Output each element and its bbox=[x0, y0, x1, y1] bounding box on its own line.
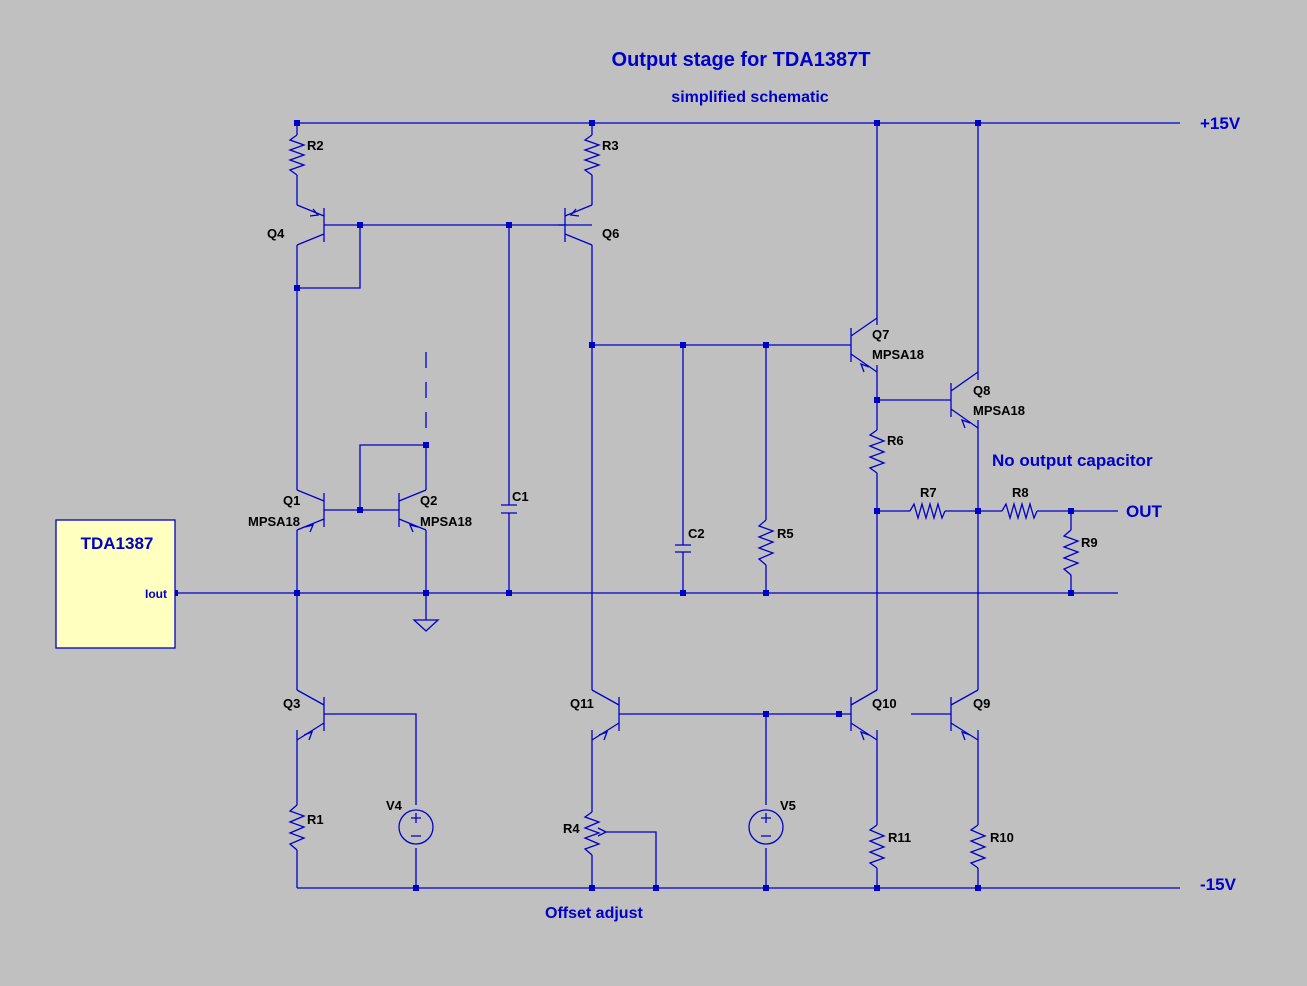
net-label-out: OUT bbox=[1126, 502, 1163, 521]
source-v4 bbox=[398, 809, 434, 845]
label-q8: Q8 bbox=[973, 383, 990, 398]
resistor-r10 bbox=[969, 824, 987, 869]
transistor-q10 bbox=[850, 689, 878, 741]
resistors bbox=[288, 134, 1080, 869]
sources bbox=[398, 809, 784, 845]
label-r7: R7 bbox=[920, 485, 937, 500]
page-subtitle: simplified schematic bbox=[671, 89, 828, 106]
resistor-r1 bbox=[288, 804, 306, 851]
label-r1: R1 bbox=[307, 812, 324, 827]
label-r2: R2 bbox=[307, 138, 324, 153]
resistor-r5 bbox=[757, 519, 775, 566]
offset-adjust-note: Offset adjust bbox=[545, 905, 643, 922]
resistor-r4-wiper bbox=[597, 827, 607, 837]
label-q8-model: MPSA18 bbox=[973, 403, 1025, 418]
transistor-q9 bbox=[948, 689, 979, 741]
source-v5 bbox=[748, 809, 784, 845]
component-labels: R2 R3 Q4 Q6 Q7 MPSA18 Q8 MPSA18 R6 R7 R8… bbox=[248, 138, 1098, 845]
transistor-q3 bbox=[296, 689, 330, 741]
net-label-vneg: -15V bbox=[1200, 875, 1237, 894]
transistor-q2 bbox=[397, 489, 427, 533]
label-q2-model: MPSA18 bbox=[420, 514, 472, 529]
label-q4: Q4 bbox=[267, 226, 285, 241]
label-q10: Q10 bbox=[872, 696, 897, 711]
label-c1: C1 bbox=[512, 489, 529, 504]
net-label-vpos: +15V bbox=[1200, 114, 1241, 133]
label-q2: Q2 bbox=[420, 493, 437, 508]
label-v5: V5 bbox=[780, 798, 796, 813]
label-q1-model: MPSA18 bbox=[248, 514, 300, 529]
label-r5: R5 bbox=[777, 526, 794, 541]
label-r10: R10 bbox=[990, 830, 1014, 845]
tda1387-block bbox=[55, 519, 176, 649]
label-r9: R9 bbox=[1081, 535, 1098, 550]
label-q1: Q1 bbox=[283, 493, 300, 508]
label-r3: R3 bbox=[602, 138, 619, 153]
resistor-r9 bbox=[1062, 529, 1080, 576]
wires bbox=[175, 122, 1180, 889]
resistor-r7 bbox=[909, 501, 946, 521]
no-output-capacitor-note: No output capacitor bbox=[992, 451, 1153, 470]
label-q11: Q11 bbox=[570, 696, 594, 711]
page-title: Output stage for TDA1387T bbox=[612, 49, 871, 71]
transistor-q1 bbox=[296, 489, 330, 533]
label-q3: Q3 bbox=[283, 696, 300, 711]
resistor-r8 bbox=[1001, 501, 1038, 521]
resistor-r11 bbox=[868, 824, 886, 869]
label-r6: R6 bbox=[887, 433, 904, 448]
resistor-r2 bbox=[288, 134, 306, 176]
resistor-r3 bbox=[583, 134, 601, 176]
label-q9: Q9 bbox=[973, 696, 990, 711]
label-v4: V4 bbox=[386, 798, 403, 813]
transistor-q11 bbox=[591, 689, 625, 741]
tda1387-block-name: TDA1387 bbox=[81, 534, 154, 553]
transistors bbox=[296, 204, 979, 741]
label-q7: Q7 bbox=[872, 327, 889, 342]
label-c2: C2 bbox=[688, 526, 705, 541]
ground-symbol bbox=[412, 593, 440, 632]
transistor-q6 bbox=[558, 204, 593, 246]
tda1387-pin-iout: Iout bbox=[145, 587, 167, 601]
label-q7-model: MPSA18 bbox=[872, 347, 924, 362]
transistor-q4 bbox=[296, 204, 330, 246]
resistor-r4 bbox=[583, 811, 601, 856]
label-q6: Q6 bbox=[602, 226, 619, 241]
label-r11: R11 bbox=[888, 830, 911, 845]
resistor-r6 bbox=[868, 429, 886, 474]
label-r4: R4 bbox=[563, 821, 580, 836]
transistor-q7 bbox=[850, 317, 878, 373]
label-r8: R8 bbox=[1012, 485, 1029, 500]
transistor-q8 bbox=[948, 371, 979, 429]
